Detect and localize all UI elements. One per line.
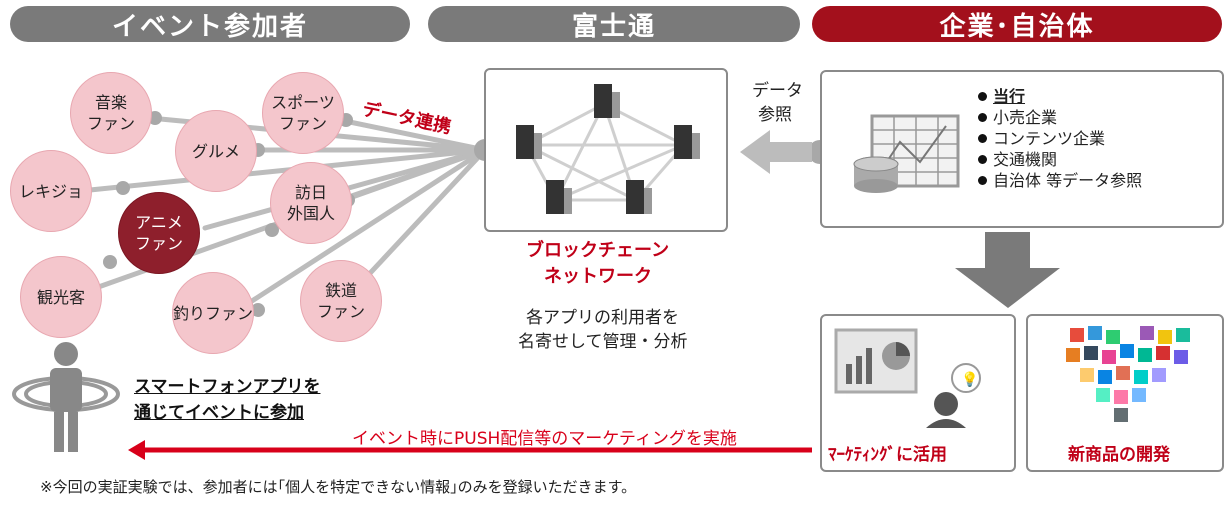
manage-label-line1: 各アプリの利用者を <box>526 308 679 328</box>
data-ref-label-line2: 参照 <box>758 105 792 125</box>
bubble-tourist: 観光客 <box>20 256 102 338</box>
bubble-railway-fan: 鉄道 ファン <box>300 260 382 342</box>
svg-text:💡: 💡 <box>961 371 978 388</box>
bubble-gourmet: グルメ <box>175 110 257 192</box>
bubble-fishing-fan: 釣りファン <box>172 272 254 354</box>
list-item: 当行 <box>978 86 1142 107</box>
database-spreadsheet-icon <box>853 114 960 193</box>
push-label: イベント時にPUSH配信等のマーケティングを実施 <box>352 429 737 449</box>
bullet-icon <box>978 113 987 122</box>
bubble-foreign-visitor: 訪日 外国人 <box>270 162 352 244</box>
manage-label-line2: 名寄せして管理・分析 <box>518 332 688 352</box>
smartphone-user-icon <box>12 342 120 452</box>
bubble-sports-fan: スポーツ ファン <box>262 72 344 154</box>
enterprise-list: 当行 小売企業 コンテンツ企業 交通機関 自治体 等データ参照 <box>978 86 1142 191</box>
marketing-panel: 💡 ﾏｰｹﾃｨﾝｸﾞに活用 <box>820 314 1016 472</box>
header-participants: イベント参加者 <box>10 6 410 42</box>
list-item: 交通機関 <box>978 149 1142 170</box>
header-fujitsu: 富士通 <box>428 6 800 42</box>
bubble-anime-fan: アニメ ファン <box>118 192 200 274</box>
footnote: ※今回の実証実験では、参加者には｢個人を特定できない情報｣のみを登録いただきます… <box>40 478 637 496</box>
header-enterprises: 企業･自治体 <box>812 6 1222 42</box>
app-icons-heart-icon <box>1066 326 1190 422</box>
presentation-chart-icon: 💡 <box>834 328 981 428</box>
list-item: 小売企業 <box>978 107 1142 128</box>
server-network-icon <box>516 84 700 214</box>
blockchain-panel <box>484 68 728 232</box>
participate-label-line2: 通じてイベントに参加 <box>134 403 304 423</box>
list-item: コンテンツ企業 <box>978 128 1142 149</box>
new-product-panel: 新商品の開発 <box>1026 314 1224 472</box>
data-ref-label-line1: データ <box>752 81 803 101</box>
new-product-label: 新商品の開発 <box>1068 445 1170 465</box>
bullet-icon <box>978 134 987 143</box>
blockchain-label-line2: ネットワーク <box>544 266 652 287</box>
enterprise-panel: 当行 小売企業 コンテンツ企業 交通機関 自治体 等データ参照 <box>820 70 1224 228</box>
list-item: 自治体 等データ参照 <box>978 170 1142 191</box>
bullet-icon <box>978 92 987 101</box>
blockchain-label-line1: ブロックチェーン <box>526 240 670 261</box>
bubble-rekijo: レキジョ <box>10 150 92 232</box>
bullet-icon <box>978 155 987 164</box>
bullet-icon <box>978 176 987 185</box>
participate-label-line1: スマートフォンアプリを <box>134 377 321 397</box>
marketing-label: ﾏｰｹﾃｨﾝｸﾞに活用 <box>828 445 947 465</box>
bubble-music-fan: 音楽 ファン <box>70 72 152 154</box>
